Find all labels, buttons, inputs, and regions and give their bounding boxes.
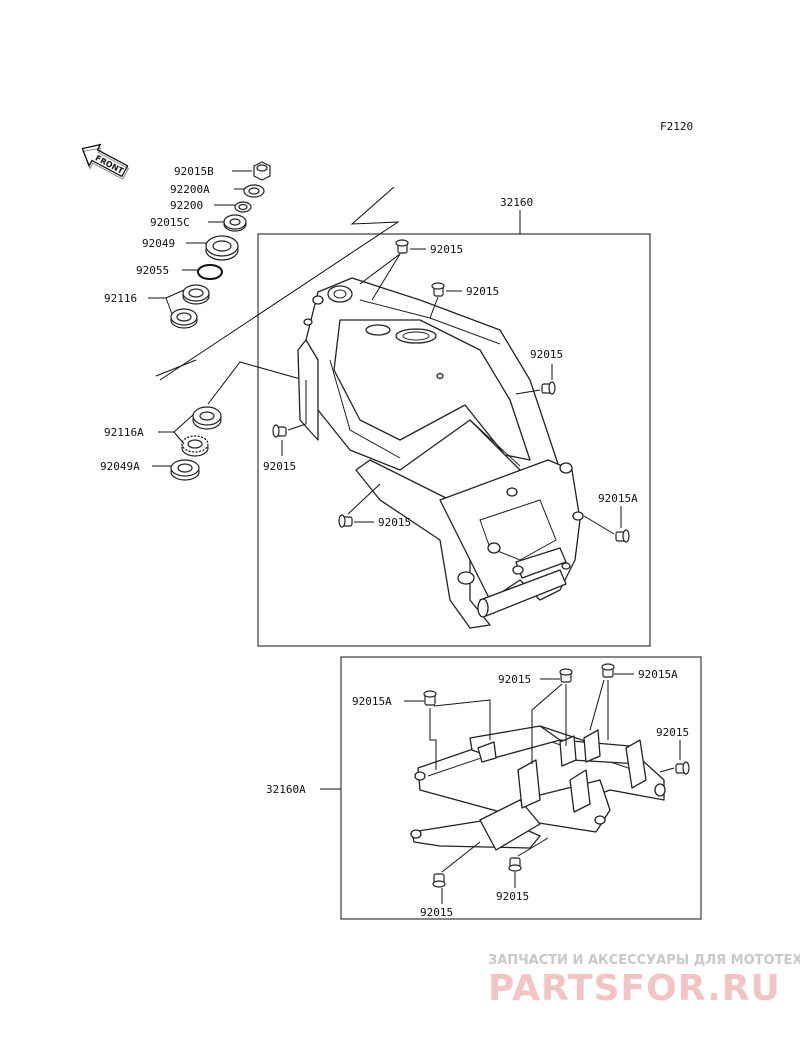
diagram-code: F2120 bbox=[660, 120, 693, 133]
bolt-icon bbox=[395, 239, 409, 254]
bolt-icon bbox=[615, 529, 630, 543]
bolt-icon bbox=[601, 663, 615, 678]
main-frame-drawing bbox=[297, 277, 584, 629]
label-m2: 92015 bbox=[466, 285, 499, 298]
sub-frame-box bbox=[320, 656, 702, 920]
steering-stack bbox=[148, 161, 400, 481]
label-s4: 92015 bbox=[656, 726, 689, 739]
label-92200a: 92200A bbox=[170, 183, 210, 196]
main-frame-box bbox=[257, 210, 651, 647]
bolt-icon bbox=[431, 282, 445, 297]
label-m5: 92015A bbox=[598, 492, 638, 505]
watermark: ЗАПЧАСТИ И АКСЕССУАРЫ ДЛЯ МОТОТЕХНИКИ PA… bbox=[488, 953, 800, 1009]
sub-frame-bolts bbox=[404, 663, 690, 904]
label-s3: 92015A bbox=[638, 668, 678, 681]
label-m1: 92015 bbox=[430, 243, 463, 256]
sub-frame-drawing bbox=[410, 725, 666, 851]
stem-nut-part bbox=[253, 161, 271, 181]
watermark-tagline: ЗАПЧАСТИ И АКСЕССУАРЫ ДЛЯ МОТОТЕХНИКИ bbox=[488, 953, 800, 968]
bolt-icon bbox=[675, 761, 690, 775]
bolt-icon bbox=[432, 873, 446, 888]
nut-c-part bbox=[223, 214, 247, 232]
bearing-lower-part bbox=[181, 406, 222, 457]
label-92015b: 92015B bbox=[174, 165, 214, 178]
bearing-upper-part bbox=[170, 284, 210, 329]
label-m4: 92015 bbox=[263, 460, 296, 473]
label-s1: 92015A bbox=[352, 695, 392, 708]
main-frame-bolts bbox=[272, 239, 630, 543]
label-92200: 92200 bbox=[170, 199, 203, 212]
bolt-icon bbox=[423, 690, 437, 706]
watermark-logo: PARTSFOR.RU bbox=[488, 968, 781, 1009]
label-92116: 92116 bbox=[104, 292, 137, 305]
label-s2: 92015 bbox=[498, 673, 531, 686]
front-arrow-icon: FRONT bbox=[81, 143, 129, 180]
seal-a-part bbox=[170, 459, 200, 481]
label-92116a: 92116A bbox=[104, 426, 144, 439]
bolt-icon bbox=[272, 424, 287, 438]
sub-frame-part-number: 32160A bbox=[266, 783, 306, 796]
washer-a-part bbox=[243, 184, 265, 198]
label-s5: 92015 bbox=[420, 906, 453, 919]
label-92015c: 92015C bbox=[150, 216, 190, 229]
label-s6: 92015 bbox=[496, 890, 529, 903]
o-ring-part bbox=[197, 264, 223, 280]
label-92049a: 92049A bbox=[100, 460, 140, 473]
label-92049: 92049 bbox=[142, 237, 175, 250]
label-m3: 92015 bbox=[530, 348, 563, 361]
label-92055: 92055 bbox=[136, 264, 169, 277]
label-m6: 92015 bbox=[378, 516, 411, 529]
bolt-icon bbox=[508, 857, 522, 872]
bolt-icon bbox=[541, 381, 556, 395]
main-frame-part-number: 32160 bbox=[500, 196, 533, 209]
washer-part bbox=[234, 201, 252, 213]
seal-part bbox=[205, 235, 239, 261]
bolt-icon bbox=[338, 514, 353, 528]
bolt-icon bbox=[559, 668, 573, 683]
